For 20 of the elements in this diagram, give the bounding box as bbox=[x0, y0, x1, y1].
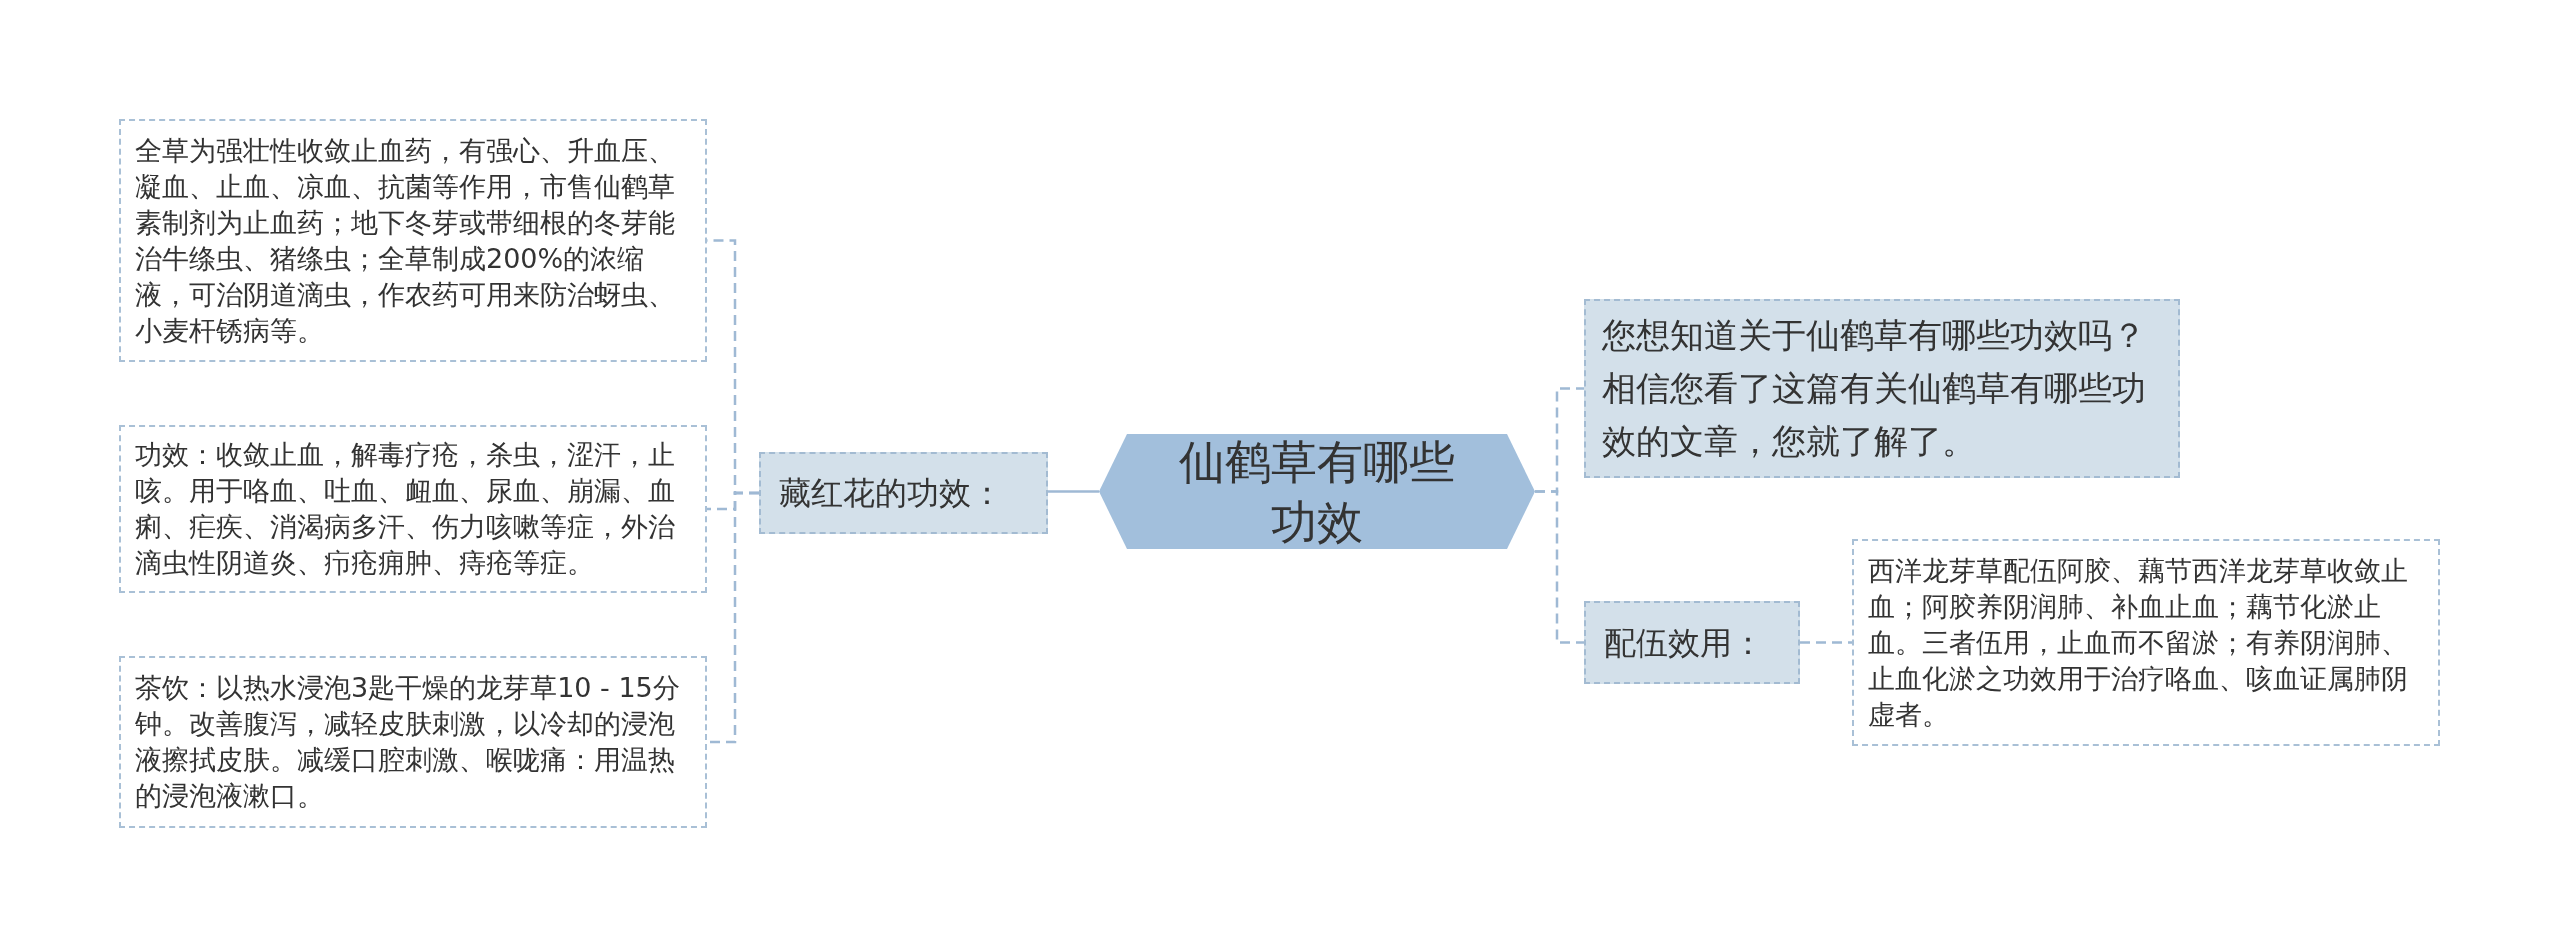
note-text: 西洋龙芽草配伍阿胶、藕节西洋龙芽草收敛止血；阿胶养阴润肺、补血止血；藕节化淤止血。三者伍用，止血而不留淤；有养阴润肺、止血化淤之功效用于治疗咯血、咳血证属肺阴虚者。 bbox=[1868, 553, 2409, 732]
branch-box bbox=[1584, 299, 2180, 478]
connector-line bbox=[1048, 490, 1099, 493]
note-box bbox=[119, 656, 707, 828]
branch-box bbox=[759, 452, 1048, 534]
note-text: 茶饮：以热水浸泡3匙干燥的龙芽草10 - 15分钟。改善腹泻，减轻皮肤刺激，以冷却的浸泡液擦拭皮肤。减缓口腔刺激、喉咙痛：用温热的浸泡液漱口。 bbox=[135, 671, 681, 813]
branch-label: 藏红花的功效： bbox=[779, 473, 1004, 514]
note-box bbox=[1852, 539, 2440, 746]
branch-text: 您想知道关于仙鹤草有哪些功效吗？相信您看了这篇有关仙鹤草有哪些功效的文章，您就了解了。 bbox=[1602, 314, 2147, 463]
note-box bbox=[119, 425, 707, 593]
central-topic bbox=[1099, 434, 1535, 549]
branch-label: 配伍效用： bbox=[1604, 622, 1765, 664]
note-text: 功效：收敛止血，解毒疗疮，杀虫，涩汗，止咳。用于咯血、吐血、衄血、尿血、崩漏、血痢、疟疾、消渴病多汗、伤力咳嗽等症，外治滴虫性阴道炎、疖疮痈肿、痔疮等症。 bbox=[135, 438, 676, 580]
connector-line bbox=[1535, 490, 1584, 644]
connector-line bbox=[1800, 641, 1852, 644]
note-text: 全草为强壮性收敛止血药，有强心、升血压、凝血、止血、凉血、抗菌等作用，市售仙鹤草素制剂为止血药；地下冬芽或带细根的冬芽能治牛绦虫、猪绦虫；全草制成200%的浓缩液，可治阴道滴虫，作农药可用来防治蚜虫、小麦杆锈病等。 bbox=[135, 133, 676, 348]
note-box bbox=[119, 119, 707, 362]
branch-box bbox=[1584, 601, 1800, 684]
topic-title: 仙鹤草有哪些功效 bbox=[1178, 433, 1456, 551]
connector-line bbox=[707, 491, 759, 744]
